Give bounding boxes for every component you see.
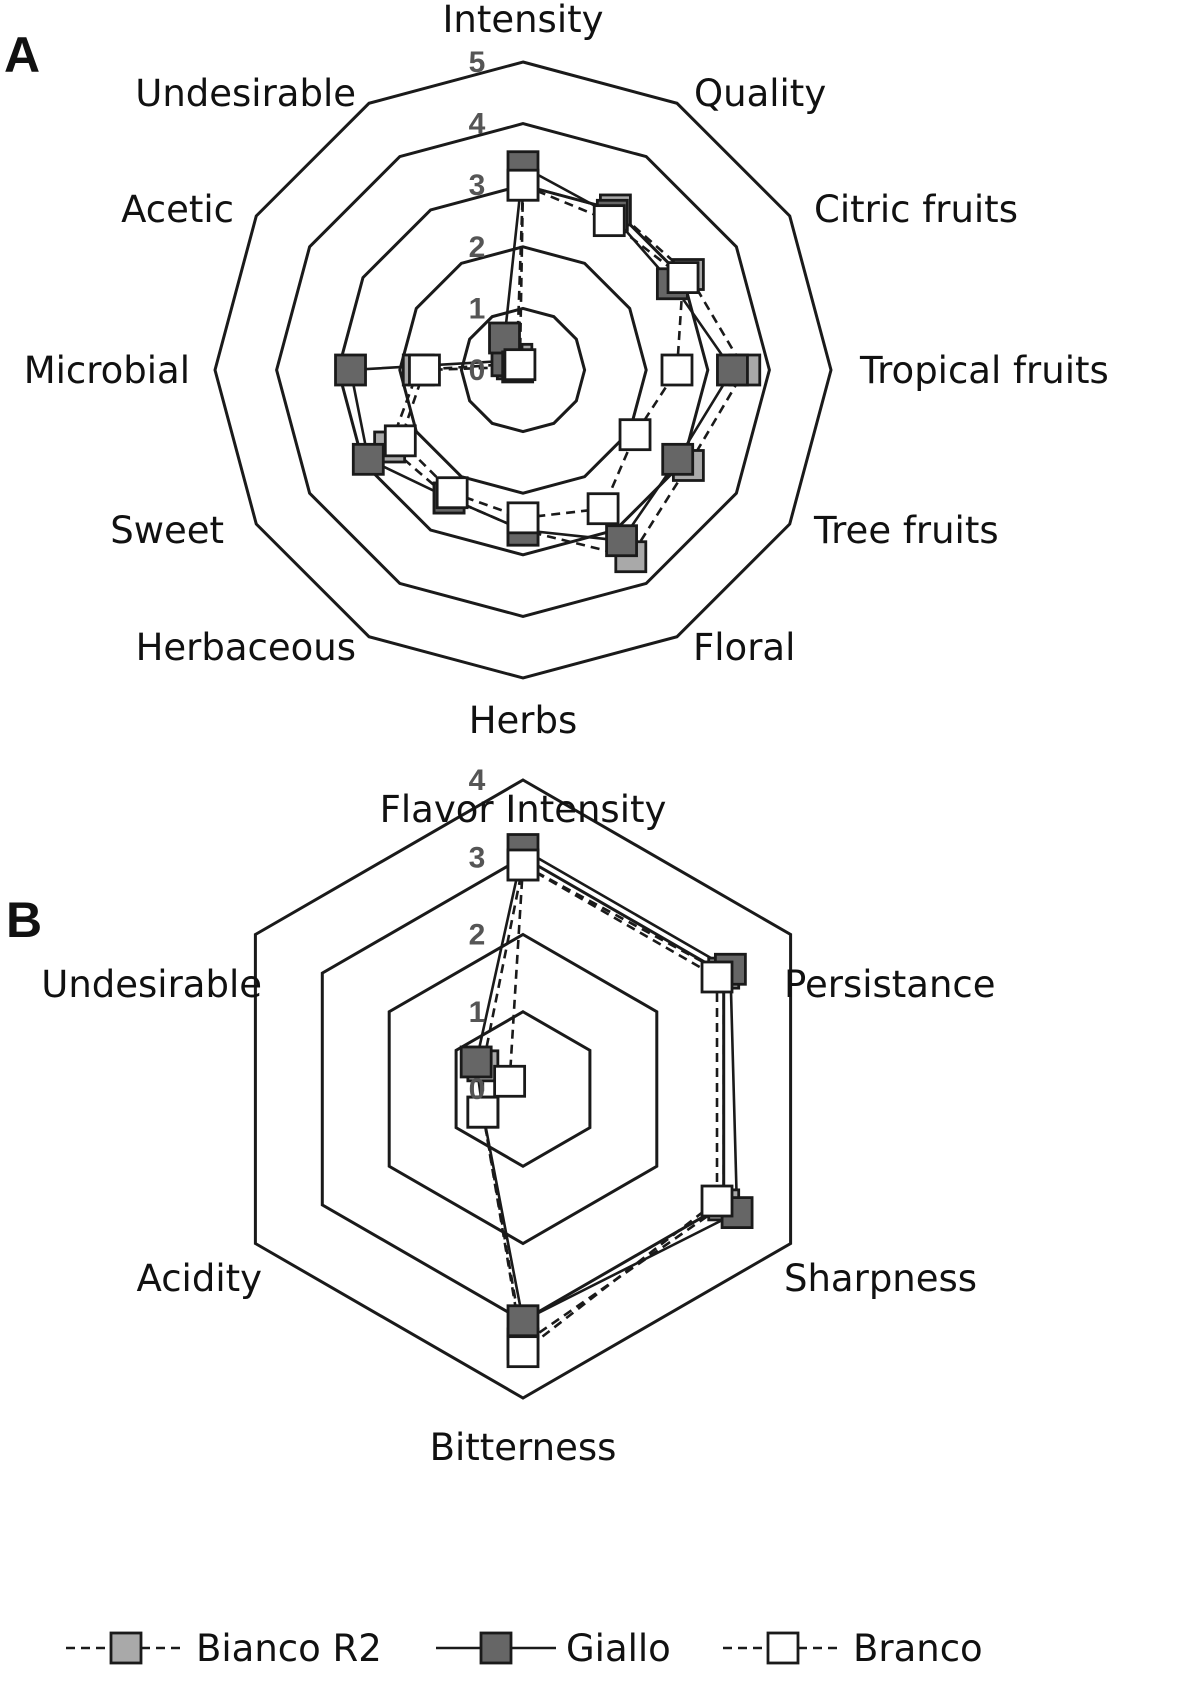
tick-label: 1 bbox=[469, 292, 486, 325]
marker-branco bbox=[506, 848, 540, 882]
marker-branco bbox=[660, 353, 694, 387]
tick-label: 3 bbox=[469, 841, 486, 874]
marker-branco bbox=[700, 960, 734, 994]
category-label-tree-fruits: Tree fruits bbox=[813, 509, 999, 552]
tick-label: 0 bbox=[469, 354, 486, 387]
marker-branco bbox=[493, 1064, 527, 1098]
ticks-b: 0 1 2 3 4 bbox=[469, 764, 486, 1106]
legend-marker bbox=[766, 1631, 800, 1665]
marker-branco bbox=[383, 424, 417, 458]
marker-giallo bbox=[459, 1045, 493, 1079]
tick-label: 5 bbox=[469, 46, 486, 79]
legend-item-giallo: Giallo bbox=[436, 1627, 671, 1670]
legend-item-bianco-r2: Bianco R2 bbox=[66, 1627, 382, 1670]
category-label-flavor-intensity: Flavor Intensity bbox=[380, 788, 667, 831]
marker-branco bbox=[592, 204, 626, 238]
category-label-acidity: Acidity bbox=[137, 1257, 262, 1300]
grid-ring bbox=[459, 306, 587, 434]
category-label-undesirable: Undesirable bbox=[41, 963, 262, 1006]
category-label-bitterness: Bitterness bbox=[430, 1426, 617, 1469]
category-label-microbial: Microbial bbox=[24, 349, 190, 392]
marker-giallo bbox=[351, 442, 385, 476]
grid-ring bbox=[398, 245, 648, 495]
tick-label: 1 bbox=[469, 996, 486, 1029]
tick-label: 2 bbox=[469, 231, 486, 264]
panel-label-a: A bbox=[4, 27, 40, 83]
legend-marker bbox=[479, 1631, 513, 1665]
category-labels-b: Flavor IntensityPersistanceSharpnessBitt… bbox=[41, 788, 995, 1469]
category-label-herbs: Herbs bbox=[469, 699, 578, 742]
grid-ring bbox=[253, 778, 793, 1400]
legend-label: Branco bbox=[853, 1627, 983, 1670]
grid-ring bbox=[275, 122, 771, 618]
tick-label: 4 bbox=[469, 764, 486, 797]
marker-giallo bbox=[605, 524, 638, 558]
marker-giallo bbox=[506, 1304, 540, 1338]
category-label-intensity: Intensity bbox=[442, 0, 603, 41]
grid-ring bbox=[454, 1010, 592, 1168]
grid-ring bbox=[387, 932, 659, 1246]
ticks-a: 0 1 2 3 4 5 bbox=[469, 46, 486, 387]
tick-label: 0 bbox=[469, 1073, 486, 1106]
category-label-herbaceous: Herbaceous bbox=[136, 626, 356, 669]
marker-branco bbox=[506, 1335, 540, 1369]
grid-ring bbox=[213, 60, 833, 680]
marker-giallo bbox=[334, 353, 367, 387]
marker-branco bbox=[503, 348, 537, 382]
series-group-a bbox=[334, 150, 762, 574]
marker-branco bbox=[466, 1095, 500, 1129]
marker-branco bbox=[408, 353, 441, 387]
marker-branco bbox=[506, 168, 540, 202]
marker-branco bbox=[666, 261, 700, 295]
category-label-floral: Floral bbox=[693, 626, 795, 669]
legend-label: Bianco R2 bbox=[196, 1627, 382, 1670]
category-label-undesirable: Undesirable bbox=[135, 72, 356, 115]
panel-label-b: B bbox=[6, 892, 42, 948]
legend-marker bbox=[109, 1631, 143, 1665]
tick-label: 4 bbox=[469, 108, 486, 141]
marker-giallo bbox=[716, 353, 749, 387]
category-label-citric-fruits: Citric fruits bbox=[814, 188, 1018, 231]
marker-branco bbox=[586, 492, 620, 526]
category-label-acetic: Acetic bbox=[121, 188, 234, 231]
legend-label: Giallo bbox=[566, 1627, 671, 1670]
marker-branco bbox=[506, 501, 540, 535]
tick-label: 2 bbox=[469, 919, 486, 952]
category-label-quality: Quality bbox=[694, 72, 826, 115]
marker-branco bbox=[700, 1184, 734, 1218]
category-label-sweet: Sweet bbox=[110, 509, 224, 552]
marker-giallo bbox=[661, 442, 695, 476]
tick-label: 3 bbox=[469, 169, 486, 202]
category-label-tropical-fruits: Tropical fruits bbox=[859, 349, 1109, 392]
category-label-persistance: Persistance bbox=[784, 963, 996, 1006]
series-group-b bbox=[459, 833, 754, 1369]
marker-branco bbox=[618, 418, 652, 452]
chart-legend: Bianco R2 Giallo Branco bbox=[66, 1627, 983, 1670]
category-label-sharpness: Sharpness bbox=[784, 1257, 977, 1300]
marker-branco bbox=[435, 476, 469, 510]
marker-giallo bbox=[488, 321, 521, 355]
legend-item-branco: Branco bbox=[723, 1627, 983, 1670]
